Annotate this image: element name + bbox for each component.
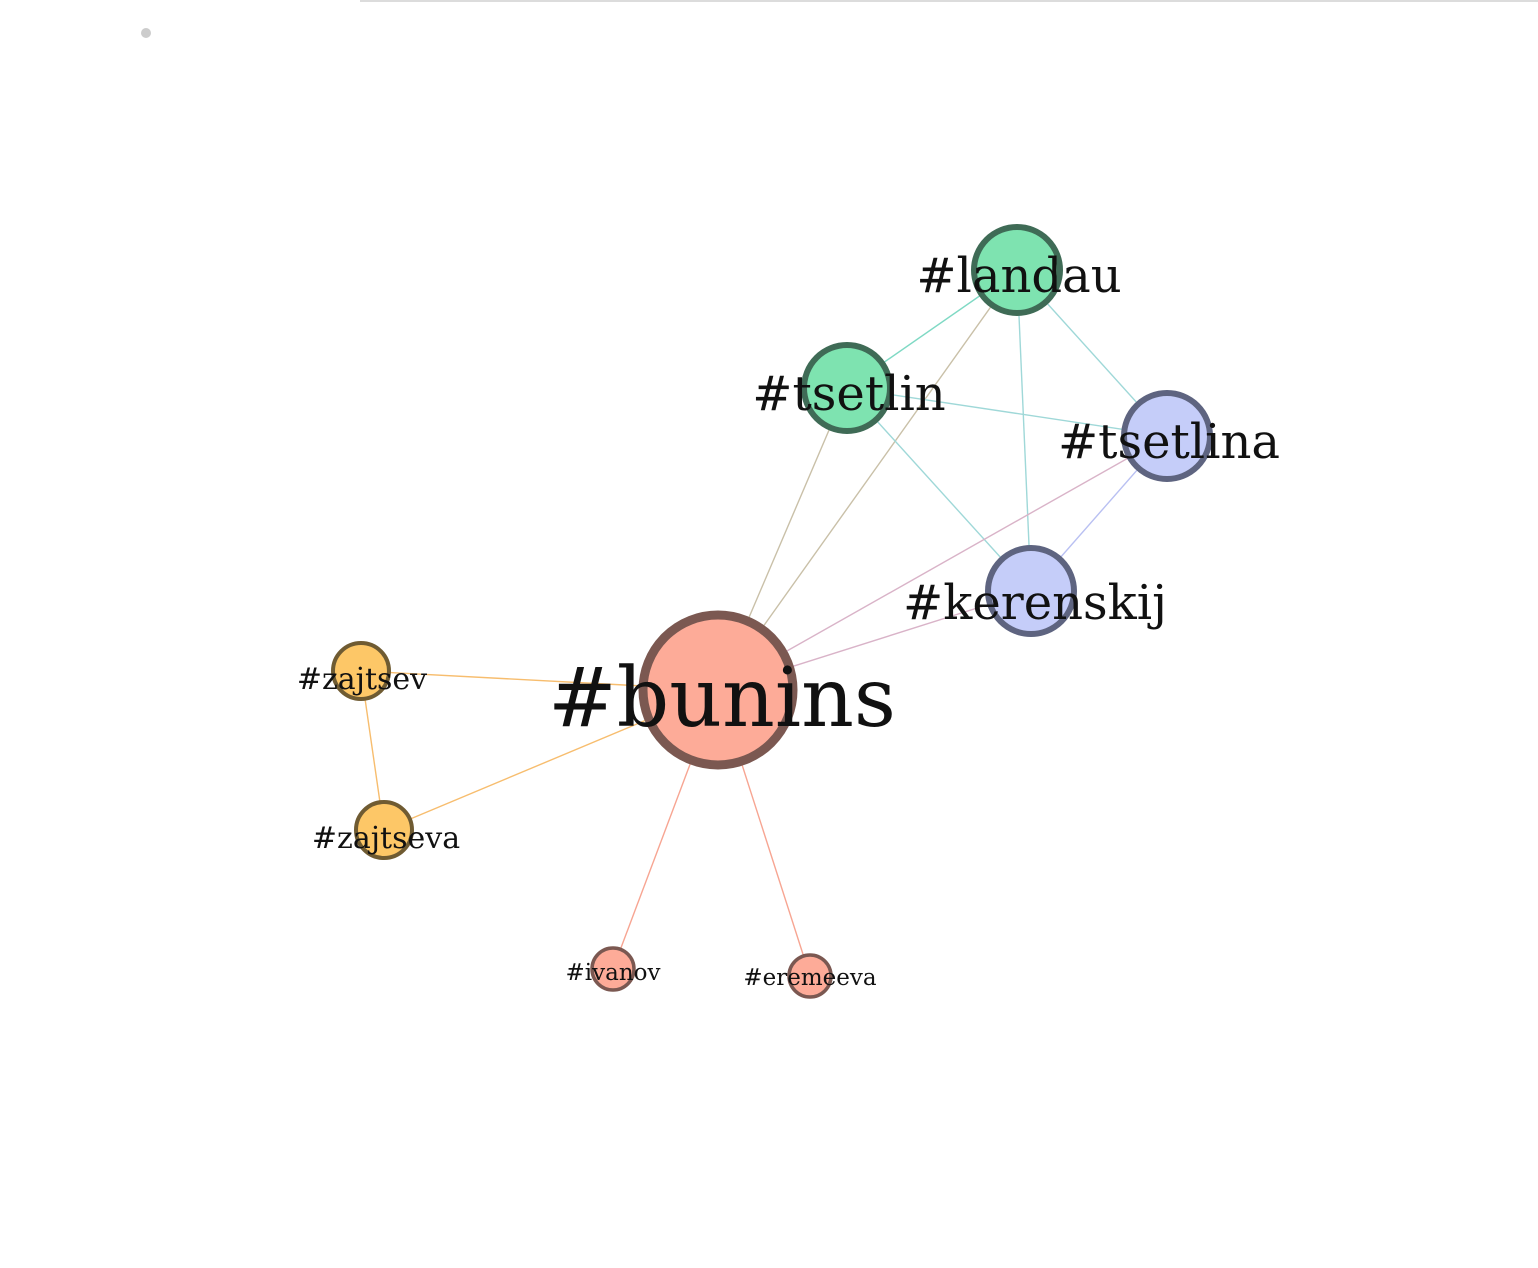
edge-tsetlina-bunins <box>717 435 1168 691</box>
node-zajtseva[interactable] <box>354 800 414 860</box>
node-landau[interactable] <box>971 224 1063 316</box>
corner-dot <box>141 28 151 38</box>
edge-landau-kerenskij <box>1016 269 1032 592</box>
node-label-zajtseva: #zajtseva <box>312 821 460 856</box>
node-label-eremeeva: #eremeeva <box>743 965 877 991</box>
node-kerenskij[interactable] <box>985 545 1077 637</box>
edge-tsetlin-tsetlina <box>846 387 1168 437</box>
node-bunins[interactable] <box>638 610 798 770</box>
node-label-ivanov: #ivanov <box>566 960 661 986</box>
node-tsetlina[interactable] <box>1121 390 1213 482</box>
top-divider <box>360 0 1538 2</box>
node-label-zajtsev: #zajtsev <box>297 662 427 697</box>
nodes-layer <box>331 224 1213 999</box>
node-label-tsetlin: #tsetlin <box>752 366 945 422</box>
node-tsetlin[interactable] <box>801 342 893 434</box>
node-label-kerenskij: #kerenskij <box>903 575 1167 631</box>
node-label-landau: #landau <box>916 248 1121 304</box>
node-zajtsev[interactable] <box>331 641 391 701</box>
node-label-tsetlina: #tsetlina <box>1058 414 1280 470</box>
node-eremeeva[interactable] <box>787 953 833 999</box>
edge-landau-bunins <box>717 269 1018 691</box>
node-ivanov[interactable] <box>590 946 636 992</box>
labels-layer: #bunins #landau #tsetlin #tsetlina #kerenski… <box>297 248 1280 991</box>
node-label-bunins: #bunins <box>548 651 896 746</box>
